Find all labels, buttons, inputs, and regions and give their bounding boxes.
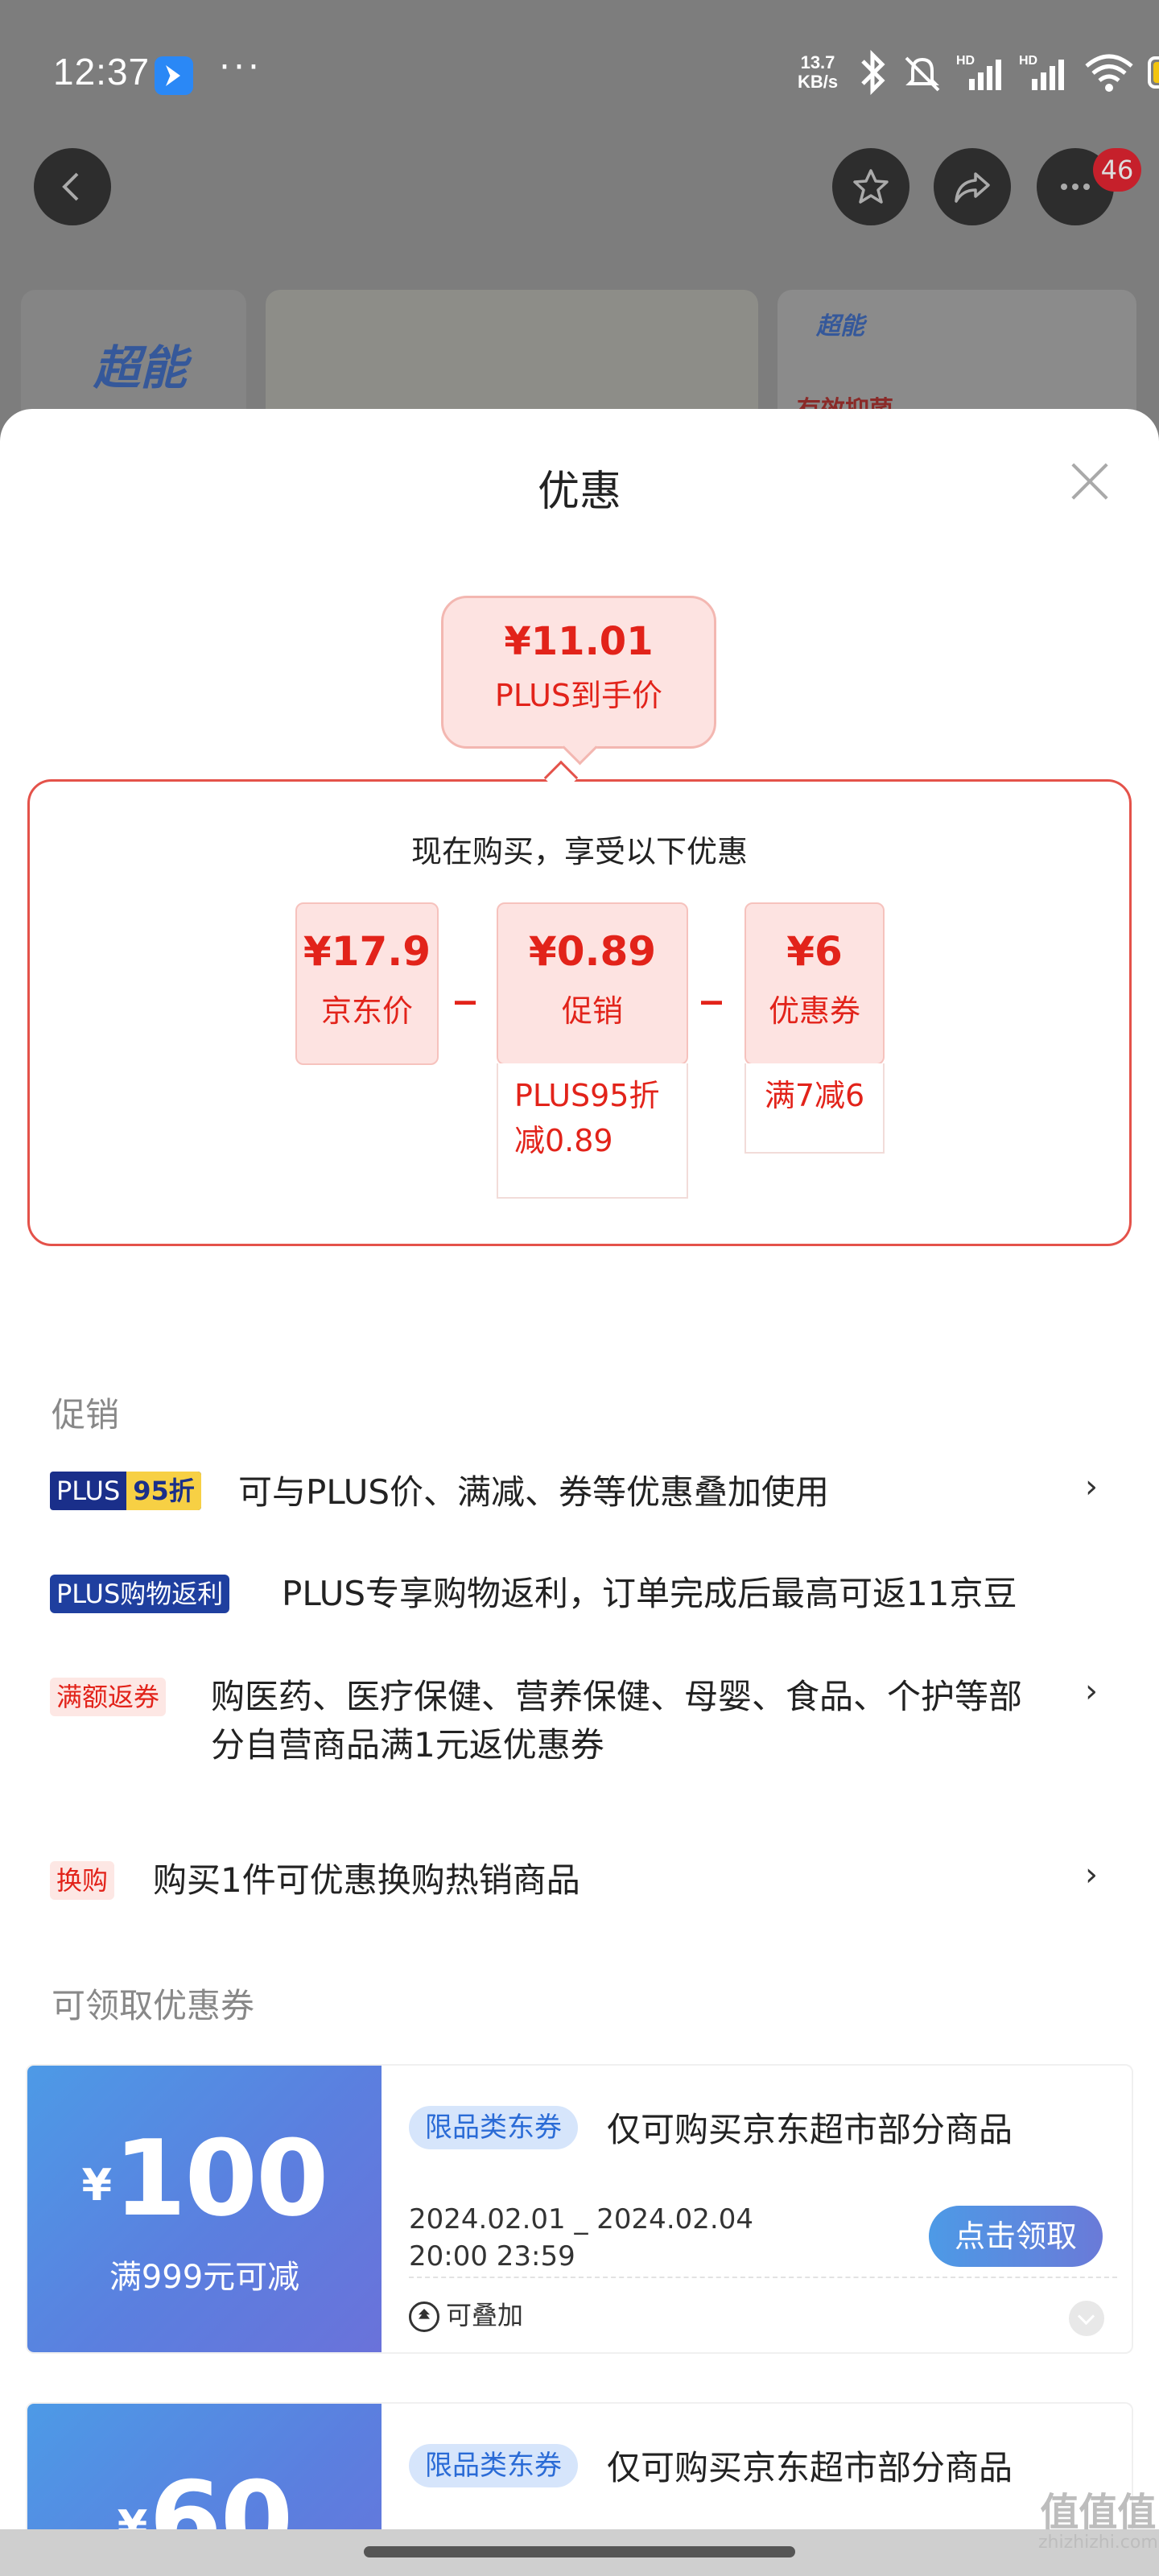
app-icon bbox=[155, 56, 193, 95]
coupon-condition: 满999元可减 bbox=[109, 2259, 300, 2296]
currency-symbol: ¥ bbox=[81, 2160, 113, 2211]
coupon-category-tag: 限品类东券 bbox=[409, 2106, 578, 2149]
status-bar: 12:37 ··· 13.7 KB/s HD HD 91 bbox=[0, 0, 1159, 145]
share-button[interactable] bbox=[934, 148, 1011, 225]
price-breakdown: 现在购买，享受以下优惠 ¥17.9 京东价 _ ¥0.89 促销 PLUS95折… bbox=[27, 779, 1132, 1246]
full-return-tag: 满额返券 bbox=[50, 1678, 167, 1716]
chevron-right-icon[interactable]: › bbox=[1085, 1856, 1098, 1893]
coupon-amount: ¥6 bbox=[786, 928, 843, 975]
coupon-card: ¥6 优惠券 bbox=[744, 902, 885, 1065]
jd-price-label: 京东价 bbox=[320, 993, 413, 1029]
claim-coupon-button[interactable]: 点击领取 bbox=[929, 2206, 1103, 2267]
coupon-description: 仅可购买京东超市部分商品 bbox=[607, 2110, 1013, 2149]
promotion-amount: ¥0.89 bbox=[528, 928, 657, 975]
promo-text[interactable]: 购买1件可优惠换购热销商品 bbox=[153, 1860, 580, 1900]
watermark-sub: zhizhizhi.com bbox=[1038, 2533, 1158, 2553]
brand-logo: 超能 bbox=[93, 341, 188, 395]
divider bbox=[409, 2277, 1117, 2278]
plus-rebate-tag: PLUS购物返利 bbox=[50, 1575, 230, 1613]
star-icon bbox=[853, 169, 889, 204]
coupon-amount-value: 100 bbox=[113, 2117, 328, 2240]
plus-label: PLUS bbox=[56, 1476, 121, 1506]
coupons-title: 可领取优惠券 bbox=[52, 1986, 255, 2025]
speed-unit: KB/s bbox=[797, 72, 839, 92]
coupon-value-panel: ¥100 满999元可减 bbox=[27, 2066, 382, 2352]
home-indicator[interactable] bbox=[364, 2546, 795, 2557]
battery-icon: 91 bbox=[1148, 56, 1159, 89]
chevron-left-icon bbox=[62, 172, 79, 201]
plus-price-box: ¥11.01 PLUS到手价 bbox=[441, 596, 716, 749]
hd-signal-icon: HD bbox=[1019, 54, 1064, 90]
promo-text: PLUS专享购物返利，订单完成后最高可返11京豆 bbox=[282, 1574, 1017, 1613]
coupon-description: 仅可购买京东超市部分商品 bbox=[607, 2448, 1013, 2487]
notification-badge: 46 bbox=[1093, 148, 1141, 192]
promo-text[interactable]: 可与PLUS价、满减、券等优惠叠加使用 bbox=[238, 1472, 830, 1512]
breakdown-title: 现在购买，享受以下优惠 bbox=[410, 834, 748, 869]
stack-icon bbox=[409, 2301, 439, 2332]
expand-icon[interactable] bbox=[1069, 2301, 1104, 2336]
plus-price-label: PLUS到手价 bbox=[494, 678, 663, 713]
more-dots-icon bbox=[1061, 184, 1090, 190]
plus-price: ¥11.01 bbox=[504, 619, 654, 664]
jd-price-card: ¥17.9 京东价 bbox=[295, 902, 439, 1065]
svg-text:HD: HD bbox=[956, 54, 975, 68]
chevron-right-icon[interactable]: › bbox=[1085, 1468, 1098, 1505]
hd-signal-icon: HD bbox=[956, 54, 1001, 90]
coupon-time-range: 20:00 23:59 bbox=[409, 2240, 575, 2273]
product-thumbnails: 超能 超能 有效抑菌 bbox=[0, 290, 1159, 451]
coupon-validity: 2024.02.01 _ 2024.02.04 20:00 23:59 bbox=[409, 2201, 753, 2275]
network-speed: 13.7 KB/s bbox=[786, 53, 850, 92]
battery-level: 91 bbox=[1153, 62, 1159, 83]
coupon-amount: ¥100 bbox=[27, 2122, 382, 2242]
back-button[interactable] bbox=[34, 148, 111, 225]
promo-text[interactable]: 购医药、医疗保健、营养保健、母婴、食品、个护等部分自营商品满1元返优惠券 bbox=[211, 1677, 1023, 1765]
promotion-label: 促销 bbox=[561, 993, 623, 1029]
wifi-icon bbox=[1085, 54, 1133, 92]
brand-logo: 超能 bbox=[816, 312, 864, 341]
promotion-card: ¥0.89 促销 bbox=[497, 902, 688, 1065]
jd-price: ¥17.9 bbox=[303, 928, 431, 975]
bluetooth-icon bbox=[861, 50, 885, 95]
status-time: 12:37 bbox=[53, 51, 151, 93]
coupon-category-tag: 限品类东券 bbox=[409, 2444, 578, 2487]
coupon-item: ¥100 满999元可减 限品类东券 仅可购买京东超市部分商品 2024.02.… bbox=[27, 2066, 1132, 2352]
stackable-label: 可叠加 bbox=[409, 2299, 523, 2332]
share-icon bbox=[955, 172, 990, 203]
promotions-title: 促销 bbox=[52, 1395, 120, 1435]
more-notifications-icon: ··· bbox=[219, 47, 262, 88]
speed-value: 13.7 bbox=[800, 52, 835, 72]
watermark-main: 值值值 bbox=[1040, 2490, 1157, 2535]
exchange-tag: 换购 bbox=[50, 1861, 115, 1900]
discount-label: 95折 bbox=[126, 1472, 201, 1510]
discount-sheet: 优惠 ¥11.01 PLUS到手价 现在购买，享受以下优惠 ¥17.9 京东价 … bbox=[0, 409, 1159, 2576]
favorite-button[interactable] bbox=[832, 148, 909, 225]
chevron-right-icon[interactable]: › bbox=[1085, 1673, 1098, 1710]
stackable-text: 可叠加 bbox=[446, 2300, 524, 2330]
sheet-title: 优惠 bbox=[537, 468, 621, 516]
mute-icon bbox=[905, 56, 940, 92]
coupon-date-range: 2024.02.01 _ 2024.02.04 bbox=[409, 2203, 753, 2235]
svg-text:HD: HD bbox=[1019, 54, 1037, 68]
minus-sign: _ bbox=[701, 957, 722, 1005]
close-icon[interactable] bbox=[1067, 459, 1112, 504]
minus-sign: _ bbox=[455, 957, 476, 1005]
promotion-note: PLUS95折 减0.89 bbox=[497, 1063, 688, 1199]
coupon-note: 满7减6 bbox=[744, 1063, 885, 1154]
coupon-label: 优惠券 bbox=[768, 993, 860, 1029]
